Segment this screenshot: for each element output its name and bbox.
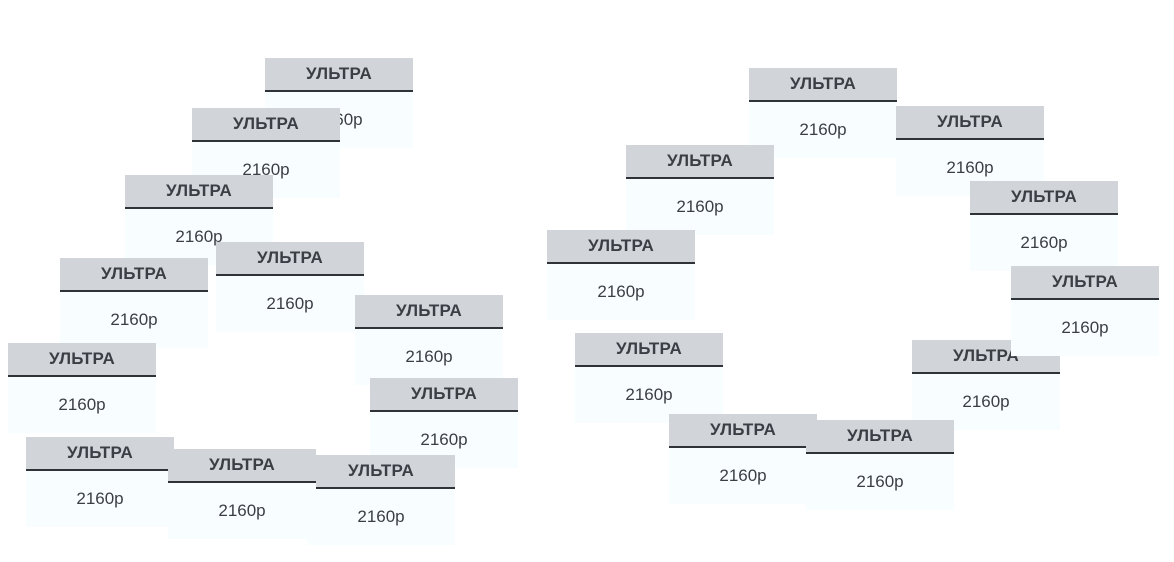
card-title: УЛЬТРА — [1011, 266, 1159, 300]
quality-card[interactable]: УЛЬТРА 2160p — [125, 175, 273, 265]
card-title: УЛЬТРА — [125, 175, 273, 209]
card-title: УЛЬТРА — [547, 230, 695, 264]
card-value: 2160p — [357, 507, 405, 526]
card-value: 2160p — [242, 160, 290, 179]
card-title: УЛЬТРА — [749, 68, 897, 102]
quality-card[interactable]: УЛЬТРА 2160p — [370, 378, 518, 468]
card-title: УЛЬТРА — [970, 181, 1118, 215]
card-value: 2160p — [719, 466, 767, 485]
card-value: 2160p — [676, 197, 724, 216]
card-value: 2160p — [625, 385, 673, 404]
card-title: УЛЬТРА — [669, 414, 817, 448]
card-title: УЛЬТРА — [216, 242, 364, 276]
quality-card[interactable]: УЛЬТРА 2160p — [1011, 266, 1159, 356]
quality-card[interactable]: УЛЬТРА 2160p — [575, 333, 723, 423]
quality-card[interactable]: УЛЬТРА 2160p — [749, 68, 897, 158]
card-value: 2160p — [597, 282, 645, 301]
card-value: 2160p — [856, 472, 904, 491]
card-title: УЛЬТРА — [60, 258, 208, 292]
card-title: УЛЬТРА — [626, 145, 774, 179]
quality-card[interactable]: УЛЬТРА 2160p — [806, 420, 954, 510]
quality-card[interactable]: УЛЬТРА 2160p — [626, 145, 774, 235]
card-title: УЛЬТРА — [575, 333, 723, 367]
card-title: УЛЬТРА — [265, 58, 413, 92]
card-title: УЛЬТРА — [806, 420, 954, 454]
card-value: 2160p — [420, 430, 468, 449]
card-value: 2160p — [266, 294, 314, 313]
quality-card[interactable]: УЛЬТРА 2160p — [8, 343, 156, 433]
quality-card[interactable]: УЛЬТРА 2160p — [216, 242, 364, 332]
card-value: 2160p — [405, 347, 453, 366]
quality-card[interactable]: УЛЬТРА 2160p — [168, 449, 316, 539]
quality-card[interactable]: УЛЬТРА 2160p — [192, 108, 340, 198]
card-title: УЛЬТРА — [8, 343, 156, 377]
quality-card[interactable]: УЛЬТРА 2160p — [60, 258, 208, 348]
card-title: УЛЬТРА — [307, 455, 455, 489]
card-value: 2160p — [218, 501, 266, 520]
card-value: 2160p — [58, 395, 106, 414]
card-title: УЛЬТРА — [370, 378, 518, 412]
card-title: УЛЬТРА — [896, 106, 1044, 140]
card-value: 2160p — [76, 489, 124, 508]
card-title: УЛЬТРА — [26, 437, 174, 471]
card-value: 2160p — [175, 227, 223, 246]
card-value: 2160p — [110, 310, 158, 329]
quality-card[interactable]: УЛЬТРА 2160p — [669, 414, 817, 504]
quality-card[interactable]: УЛЬТРА 2160p — [970, 181, 1118, 271]
card-title: УЛЬТРА — [192, 108, 340, 142]
quality-card[interactable]: УЛЬТРА 2160p — [307, 455, 455, 545]
card-value: 2160p — [1020, 233, 1068, 252]
card-value: 2160p — [799, 120, 847, 139]
card-title: УЛЬТРА — [355, 295, 503, 329]
quality-card[interactable]: УЛЬТРА 2160p — [355, 295, 503, 385]
card-value: 2160p — [962, 392, 1010, 411]
card-value: 2160p — [946, 158, 994, 177]
quality-card[interactable]: УЛЬТРА 2160p — [547, 230, 695, 320]
quality-card[interactable]: УЛЬТРА 2160p — [26, 437, 174, 527]
card-title: УЛЬТРА — [168, 449, 316, 483]
card-value: 2160p — [1061, 318, 1109, 337]
